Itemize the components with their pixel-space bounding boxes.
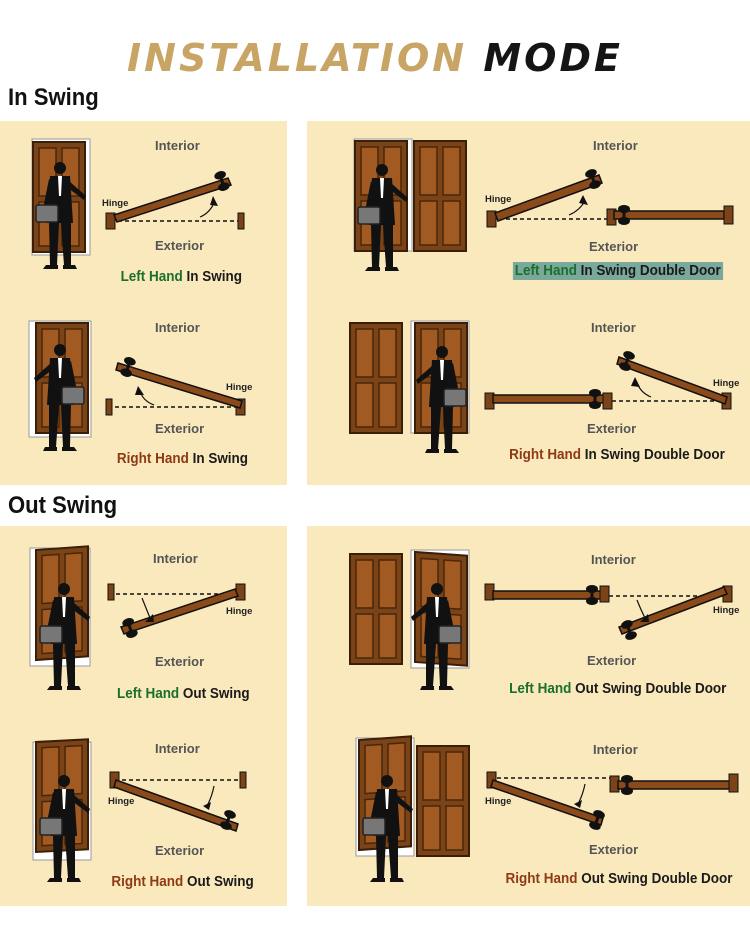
hinge-label: Hinge	[485, 796, 512, 807]
hinge-label: Hinge	[226, 382, 253, 393]
interior-label: Interior	[155, 138, 200, 153]
caption-rest: Out Swing	[183, 874, 254, 890]
exterior-label: Exterior	[155, 843, 205, 858]
diagram-rh-in-swing: Interior Exterior Hinge Right Hand In Sw…	[0, 303, 287, 485]
diagram-rh-out-swing-double: Interior Exterior Hinge Right Hand Out S…	[307, 716, 750, 906]
hinge-label: Hinge	[713, 378, 740, 389]
caption-side: Right Hand	[505, 871, 578, 887]
caption-side: Left Hand	[514, 263, 577, 279]
lh-out-swing-double-figure	[349, 549, 733, 691]
caption-rest: Out Swing	[179, 686, 250, 702]
caption-lh-in-swing: Left Hand In Swing	[121, 269, 242, 285]
interior-label: Interior	[593, 742, 638, 757]
caption-rest: In Swing	[188, 451, 249, 467]
hinge-label: Hinge	[713, 605, 740, 616]
hinge-label: Hinge	[226, 606, 253, 617]
interior-label: Interior	[593, 138, 638, 153]
exterior-label: Exterior	[155, 238, 205, 253]
page-title: INSTALLATION MODE	[0, 36, 750, 80]
caption-rest: In Swing Double Door	[581, 447, 725, 463]
caption-rest: Out Swing Double Door	[571, 681, 727, 697]
caption-lh-out-swing: Left Hand Out Swing	[117, 686, 250, 702]
caption-rh-in-swing: Right Hand In Swing	[117, 451, 248, 467]
exterior-label: Exterior	[155, 421, 205, 436]
caption-rest: In Swing	[182, 269, 242, 285]
section-out-swing: Out Swing	[8, 492, 118, 519]
exterior-label: Exterior	[589, 239, 639, 254]
interior-label: Interior	[591, 552, 636, 567]
caption-rh-out-swing: Right Hand Out Swing	[111, 874, 253, 890]
lh-in-swing-double-figure	[353, 138, 734, 272]
caption-rest: Out Swing Double Door	[577, 871, 733, 887]
section-in-swing: In Swing	[8, 84, 99, 111]
exterior-label: Exterior	[587, 653, 637, 668]
rh-in-swing-figure	[28, 320, 246, 452]
rh-in-swing-double-figure	[349, 320, 732, 454]
lh-out-swing-figure	[29, 545, 246, 691]
caption-rh-in-swing-double: Right Hand In Swing Double Door	[509, 447, 725, 463]
caption-side: Left Hand	[509, 681, 572, 697]
caption-side: Right Hand	[111, 874, 184, 890]
caption-lh-in-swing-double: Left Hand In Swing Double Door	[512, 262, 723, 280]
caption-side: Left Hand	[116, 686, 180, 702]
interior-label: Interior	[591, 320, 636, 335]
exterior-label: Exterior	[589, 842, 639, 857]
diagram-lh-out-swing: Interior Exterior Hinge Left Hand Out Sw…	[0, 526, 287, 716]
interior-label: Interior	[155, 741, 200, 756]
hinge-label: Hinge	[108, 796, 135, 807]
caption-side: Right Hand	[509, 447, 582, 463]
caption-rh-out-swing-double: Right Hand Out Swing Double Door	[506, 871, 733, 887]
title-part-2: MODE	[483, 36, 623, 80]
interior-label: Interior	[155, 320, 200, 335]
hinge-label: Hinge	[102, 198, 129, 209]
caption-rest: In Swing Double Door	[576, 263, 721, 279]
caption-side: Left Hand	[120, 269, 183, 285]
rh-out-swing-double-figure	[355, 735, 739, 883]
exterior-label: Exterior	[587, 421, 637, 436]
diagram-lh-out-swing-double: Interior Exterior Hinge Left Hand Out Sw…	[307, 526, 750, 716]
caption-side: Right Hand	[116, 451, 189, 467]
exterior-label: Exterior	[155, 654, 205, 669]
rh-out-swing-figure	[32, 738, 247, 883]
lh-in-swing-figure	[31, 138, 245, 270]
diagram-lh-in-swing-double: Interior Exterior Hinge Left Hand In Swi…	[307, 121, 750, 303]
hinge-label: Hinge	[485, 194, 512, 205]
diagram-rh-in-swing-double: Interior Exterior Hinge Right Hand In Sw…	[307, 303, 750, 485]
interior-label: Interior	[153, 551, 198, 566]
title-part-1: INSTALLATION	[127, 36, 468, 80]
caption-lh-out-swing-double: Left Hand Out Swing Double Door	[509, 681, 726, 697]
diagram-lh-in-swing: Interior Exterior Hinge Left Hand In Swi…	[0, 121, 287, 303]
diagram-rh-out-swing: Interior Exterior Hinge Right Hand Out S…	[0, 716, 287, 906]
